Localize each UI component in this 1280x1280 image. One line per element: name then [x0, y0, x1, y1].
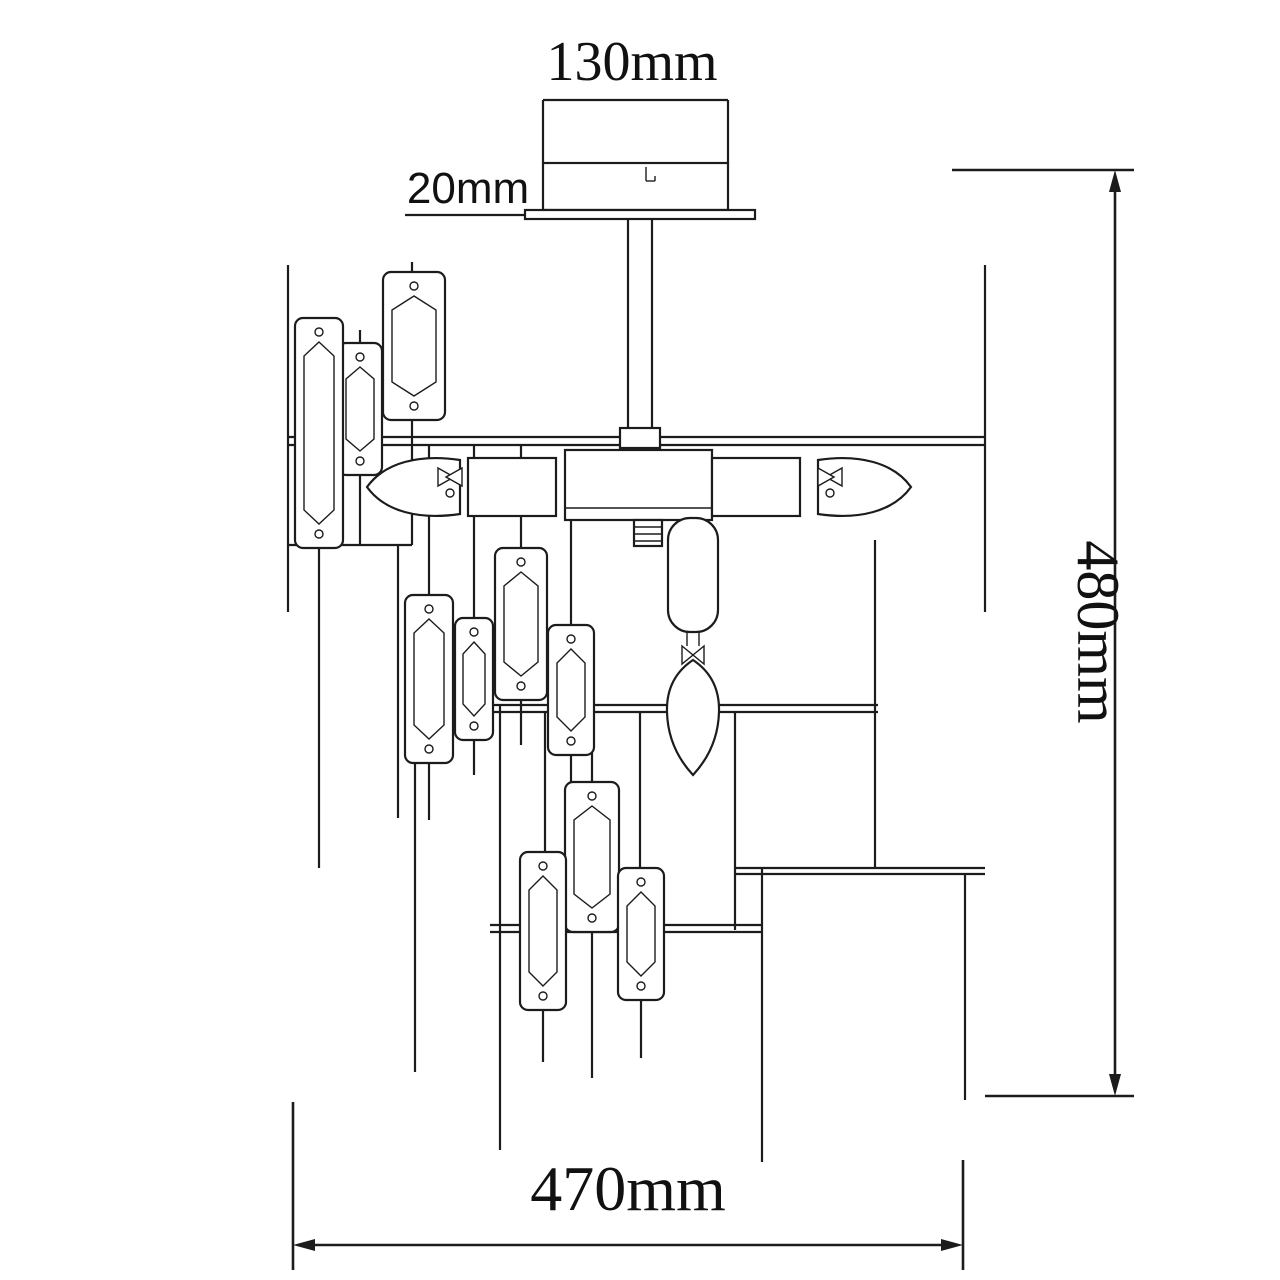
crystal-prism [453, 616, 495, 742]
canopy-dim-extension [541, 98, 730, 163]
crystal-prism [546, 623, 596, 757]
left-candle-holder [466, 456, 558, 518]
arrow-right-icon [941, 1239, 963, 1251]
crystal-prism [381, 270, 447, 422]
overall-width-label: 470mm [530, 1153, 726, 1224]
left-socket-hardware [437, 466, 463, 498]
crystal-prism [518, 850, 568, 1012]
center-candle-bulb [665, 658, 721, 777]
center-socket-hardware [681, 632, 705, 673]
center-stem [618, 219, 662, 450]
arrow-up-icon [1109, 170, 1121, 192]
crystal-prism [493, 546, 549, 702]
canopy-height-label: 20mm [407, 164, 529, 213]
ceiling-canopy [405, 161, 757, 221]
center-crystal-cylinder [666, 516, 720, 634]
arrow-left-icon [293, 1239, 315, 1251]
center-hub [563, 448, 714, 548]
canopy-width-label: 130mm [546, 31, 717, 93]
crystal-prism [336, 341, 384, 477]
right-candle-holder [710, 456, 802, 518]
right-candle-bulb [816, 457, 913, 517]
canopy-hook-icon [645, 167, 656, 182]
height-dimension: 480mm [952, 168, 1134, 1098]
arrow-down-icon [1109, 1074, 1121, 1096]
crystal-prism [616, 866, 666, 1002]
left-candle-bulb [365, 457, 462, 517]
crystal-prism [403, 593, 455, 765]
crystal-prism [293, 316, 345, 550]
width-dimension: 470mm [291, 1102, 965, 1270]
overall-height-label: 480mm [1065, 540, 1131, 723]
right-socket-hardware [817, 466, 843, 498]
crystal-prism [563, 780, 621, 934]
